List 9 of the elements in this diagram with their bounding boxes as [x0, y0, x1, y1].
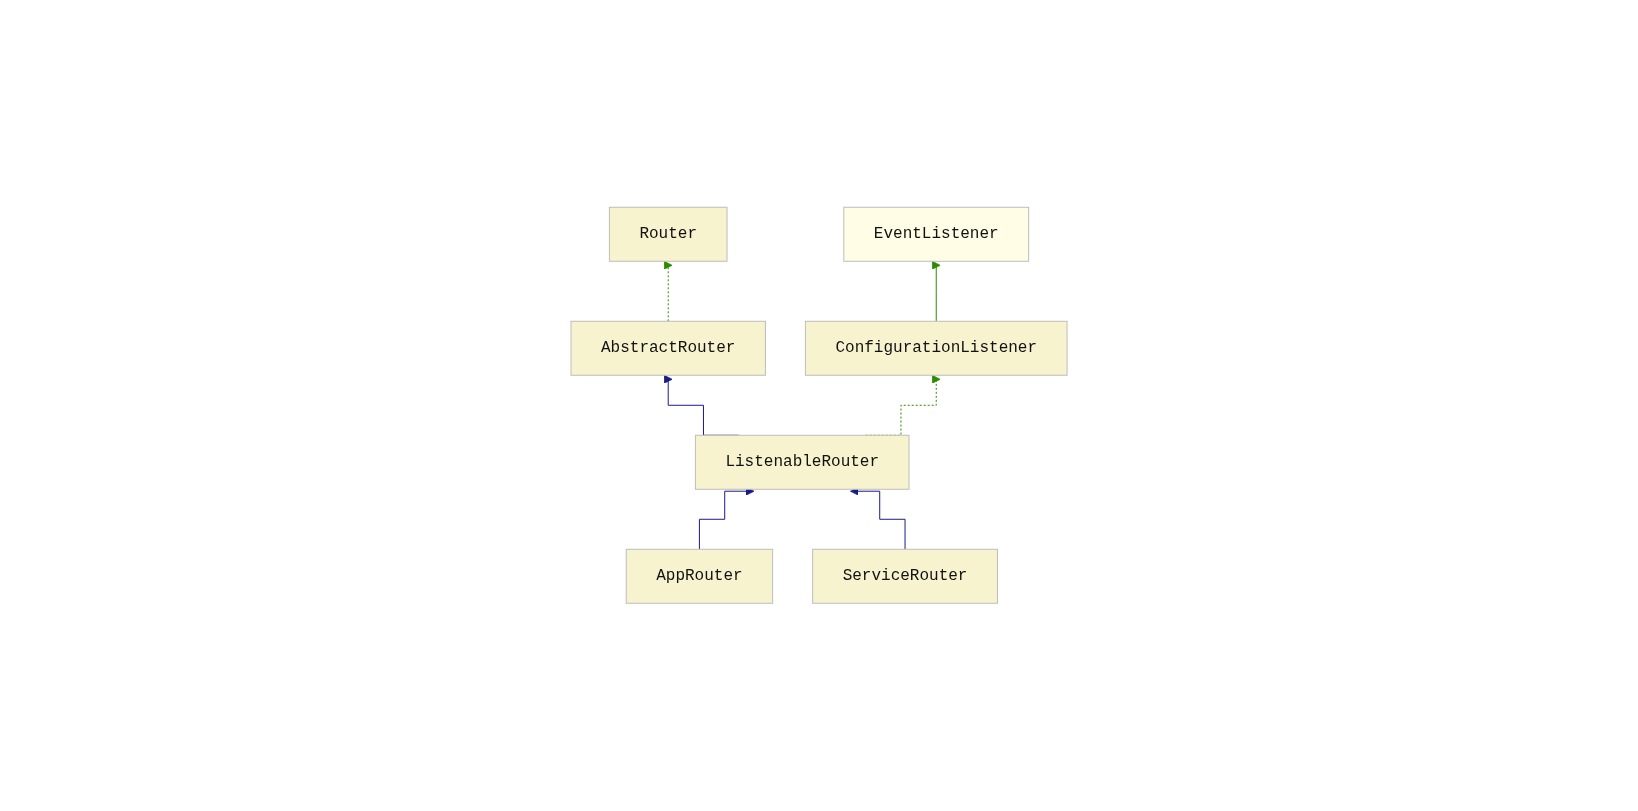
node-box: AppRouter [625, 549, 774, 604]
node-box: ListenableRouter [694, 435, 910, 490]
node-box: ConfigurationListener [804, 321, 1068, 376]
node-box: EventListener [843, 207, 1030, 262]
arrow [931, 261, 941, 322]
node-box: Router [608, 207, 728, 262]
node-box: AbstractRouter [570, 321, 766, 376]
node-box: ServiceRouter [812, 549, 998, 604]
arrow [663, 261, 673, 322]
